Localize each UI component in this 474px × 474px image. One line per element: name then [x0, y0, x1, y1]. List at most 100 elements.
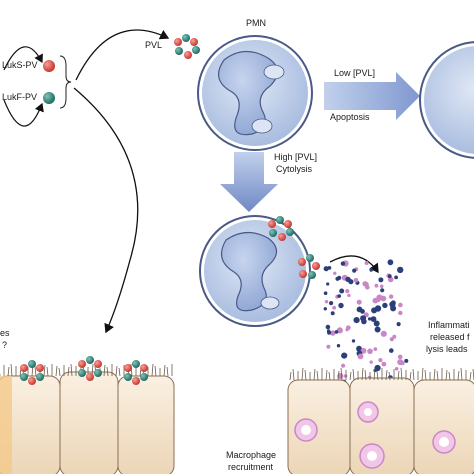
cilium	[349, 371, 352, 381]
legend-loop-arrow	[3, 46, 43, 71]
brace-to-pvl-arrow	[75, 29, 170, 81]
granule	[353, 317, 360, 324]
release-arrow	[329, 255, 379, 274]
cilium	[163, 364, 166, 377]
cilium	[424, 369, 427, 381]
granule	[379, 284, 384, 289]
cilium	[361, 367, 364, 381]
granule	[389, 294, 394, 299]
granule	[323, 291, 328, 296]
cilium	[328, 371, 331, 381]
granule	[389, 348, 394, 353]
granule	[327, 330, 332, 335]
lukf-label: LukF-PV	[2, 92, 38, 102]
lukf-ball	[43, 92, 55, 104]
brace-to-epithelium-arrow	[73, 87, 139, 334]
granule	[323, 307, 327, 311]
cilium	[457, 370, 460, 381]
granule	[362, 281, 368, 287]
cilium	[412, 368, 415, 381]
cilium	[166, 366, 169, 377]
cilium	[445, 369, 448, 381]
granule	[323, 266, 329, 272]
cilium	[388, 371, 391, 381]
inflammation-label-3: lysis leads	[426, 344, 468, 354]
cilium	[10, 363, 13, 377]
granule	[356, 345, 362, 352]
granule	[326, 344, 331, 349]
cilium	[460, 367, 463, 381]
cilium	[325, 369, 328, 381]
cilium	[340, 367, 343, 381]
granule	[356, 299, 362, 305]
luks-label: LukS-PV	[2, 60, 38, 70]
granule	[329, 301, 334, 306]
granule	[369, 360, 373, 364]
cilium	[58, 367, 61, 377]
cilium	[469, 371, 472, 381]
cilium	[364, 369, 367, 381]
granule	[341, 352, 348, 359]
high-pvl-label: High [PVL]	[274, 152, 318, 162]
granule	[334, 330, 339, 334]
inflammatory-granules	[323, 259, 409, 392]
granule	[340, 261, 346, 266]
cilium	[316, 370, 319, 381]
granule	[357, 353, 364, 360]
cilium	[337, 370, 340, 381]
granule	[347, 293, 351, 298]
macrophages	[294, 401, 456, 469]
granule	[373, 347, 378, 351]
granule	[352, 268, 357, 273]
cilium	[67, 366, 70, 377]
apoptosis-label: Apoptosis	[330, 112, 370, 122]
cilium	[70, 363, 73, 377]
cilium	[106, 366, 109, 377]
inflammation-label-2: released f	[430, 332, 470, 342]
granule	[382, 302, 388, 309]
cilium	[151, 363, 154, 377]
granule	[396, 322, 401, 327]
legend-brace	[59, 55, 72, 109]
granule	[338, 302, 344, 309]
granule	[361, 318, 367, 325]
macrophage-label-2: recruitment	[228, 462, 274, 472]
granule	[378, 277, 384, 283]
cilium	[352, 368, 355, 381]
epithelium-left	[0, 371, 175, 474]
cilium	[385, 369, 388, 381]
granule	[330, 311, 335, 316]
pmn-cell-lysing	[199, 215, 311, 327]
granule	[360, 309, 365, 314]
pvl-pore-lysing-top	[268, 216, 294, 241]
granule	[341, 363, 346, 368]
pvl-pores-epithelium	[20, 356, 148, 385]
granule	[398, 310, 403, 316]
granule	[330, 330, 336, 336]
cilium	[373, 368, 376, 381]
granule	[372, 297, 379, 304]
granule	[365, 285, 370, 290]
high-pvl-arrow	[220, 152, 278, 212]
granule	[387, 276, 394, 283]
cilium	[115, 365, 118, 377]
granule	[380, 295, 387, 302]
cilium	[46, 366, 49, 377]
granule	[374, 326, 381, 333]
granule	[345, 289, 350, 294]
low-pvl-label: Low [PVL]	[334, 68, 376, 78]
granule	[397, 359, 404, 366]
cytolysis-label: Cytolysis	[276, 164, 313, 174]
left-fragment-label-2: ?	[2, 340, 8, 350]
granule	[398, 302, 403, 308]
epithelium-right	[287, 377, 474, 474]
granule	[353, 278, 359, 283]
granule	[336, 344, 341, 348]
granule	[373, 320, 380, 327]
legend-loop-arrow-2	[3, 99, 44, 127]
granule	[325, 324, 331, 330]
granule	[367, 317, 372, 321]
granule	[374, 283, 379, 288]
cilium	[289, 371, 292, 381]
